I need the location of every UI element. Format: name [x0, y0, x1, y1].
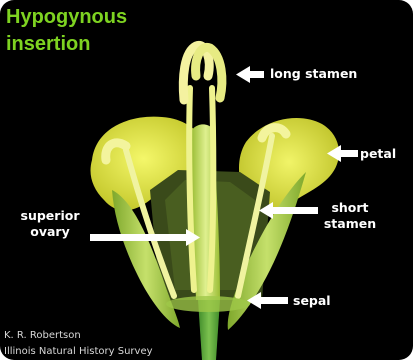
long-stamen-label: long stamen [270, 66, 357, 82]
sepal-arrow [247, 292, 288, 309]
short-stamen-label-line-1: short [322, 200, 378, 216]
long-stamen-arrow [236, 66, 264, 83]
sepal-label: sepal [293, 293, 331, 309]
short-stamen-arrow [259, 202, 318, 219]
superior-ovary-arrow [90, 229, 200, 246]
petal-arrow [327, 145, 358, 162]
credit-line-2: Illinois Natural History Survey [4, 346, 153, 358]
short-stamen-label: short stamen [322, 200, 378, 232]
short-stamen-label-line-2: stamen [322, 216, 378, 232]
superior-ovary-label-line-2: ovary [10, 224, 90, 240]
superior-ovary-label-line-1: superior [10, 208, 90, 224]
petal-label: petal [360, 146, 396, 162]
superior-ovary-label: superior ovary [10, 208, 90, 240]
credit-line-1: K. R. Robertson [4, 330, 81, 342]
